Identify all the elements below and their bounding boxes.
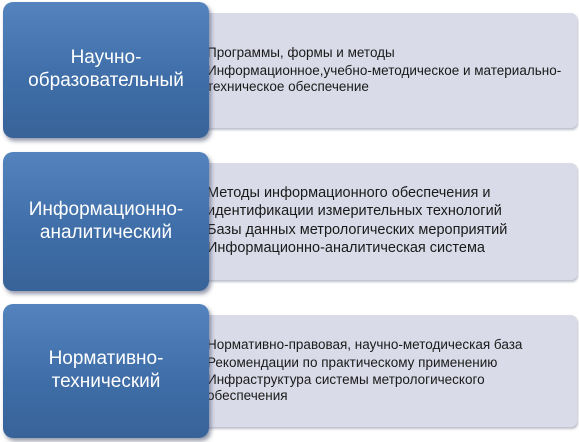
- block-2-category: Информационно-аналитический: [3, 152, 209, 291]
- block-3-details: Нормативно-правовая, научно-методическая…: [175, 315, 577, 427]
- block-information-analytical: Методы информационного обеспечения и иде…: [0, 150, 579, 293]
- block-3-list: Нормативно-правовая, научно-методическая…: [194, 336, 567, 406]
- block-2-details: Методы информационного обеспечения и иде…: [175, 163, 577, 280]
- list-item: Нормативно-правовая, научно-методическая…: [194, 337, 567, 354]
- list-item: Методы информационного обеспечения и иде…: [194, 185, 567, 220]
- list-item: Информационное,учебно-методическое и мат…: [194, 63, 567, 96]
- list-item: Информационно-аналитическая система: [194, 240, 567, 258]
- block-1-list: Программы, формы и методы Информационное…: [194, 44, 567, 96]
- list-item: Инфраструктура системы метрологического …: [194, 372, 567, 405]
- block-normative-technical: Нормативно-правовая, научно-методическая…: [0, 302, 579, 440]
- list-item: Рекомендации по практическому применению: [194, 355, 567, 372]
- block-3-category: Нормативно-технический: [3, 304, 209, 438]
- block-1-details: Программы, формы и методы Информационное…: [175, 13, 577, 128]
- block-1-category: Научно-образовательный: [3, 2, 209, 138]
- block-scientific-educational: Программы, формы и методы Информационное…: [0, 0, 579, 140]
- list-item: Программы, формы и методы: [194, 45, 567, 62]
- list-item: Базы данных метрологических мероприятий: [194, 222, 567, 240]
- category-title: Нормативно-технический: [48, 348, 164, 392]
- category-title: Информационно-аналитический: [28, 198, 184, 243]
- category-title: Научно-образовательный: [28, 47, 184, 91]
- block-2-list: Методы информационного обеспечения и иде…: [194, 184, 567, 259]
